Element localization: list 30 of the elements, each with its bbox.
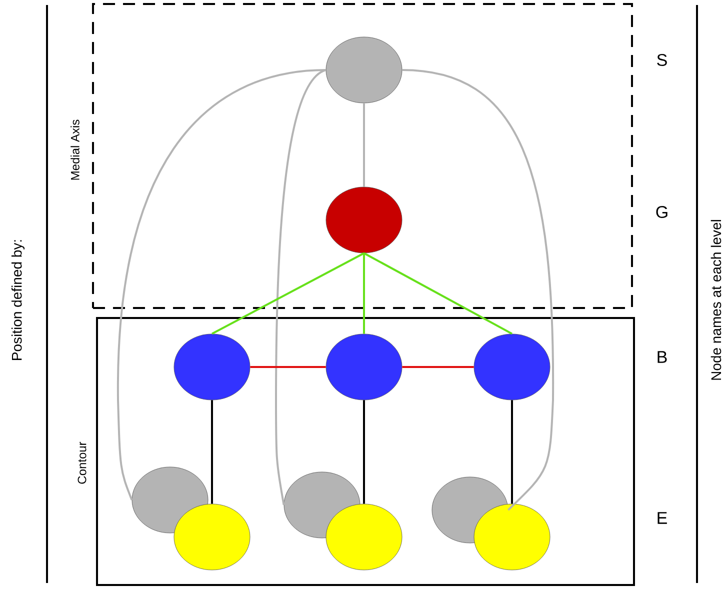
connector-line xyxy=(402,69,554,511)
circle-node xyxy=(326,36,402,104)
frame-box: Contour xyxy=(78,316,635,586)
connector-line xyxy=(363,253,365,334)
connector-line xyxy=(117,69,326,500)
circle-node xyxy=(326,186,402,254)
level-letter: S xyxy=(657,54,667,66)
level-letter: B xyxy=(658,351,667,363)
connector-line xyxy=(402,366,474,368)
circle-node xyxy=(326,334,402,400)
connector-line xyxy=(364,252,512,335)
side-caption: Position defined by: xyxy=(11,240,25,360)
connector-line xyxy=(250,366,326,368)
connector-line xyxy=(511,400,513,504)
level-letter: E xyxy=(658,512,667,524)
connector-line xyxy=(363,103,365,187)
connector-line xyxy=(363,400,365,504)
circle-node xyxy=(326,504,402,570)
circle-node xyxy=(174,334,250,400)
circle-node xyxy=(474,504,550,570)
circle-node xyxy=(174,504,250,570)
connector-line xyxy=(275,69,326,506)
dashed-frame: Medial Axis xyxy=(70,3,633,309)
connector-line xyxy=(212,252,364,335)
connector-line xyxy=(211,400,213,504)
node-label: Medial Axis xyxy=(70,120,80,180)
circle-node xyxy=(474,334,550,400)
level-letter: G xyxy=(656,206,668,218)
node-label: Contour xyxy=(78,442,86,484)
side-caption: Node names at each level xyxy=(710,220,722,380)
